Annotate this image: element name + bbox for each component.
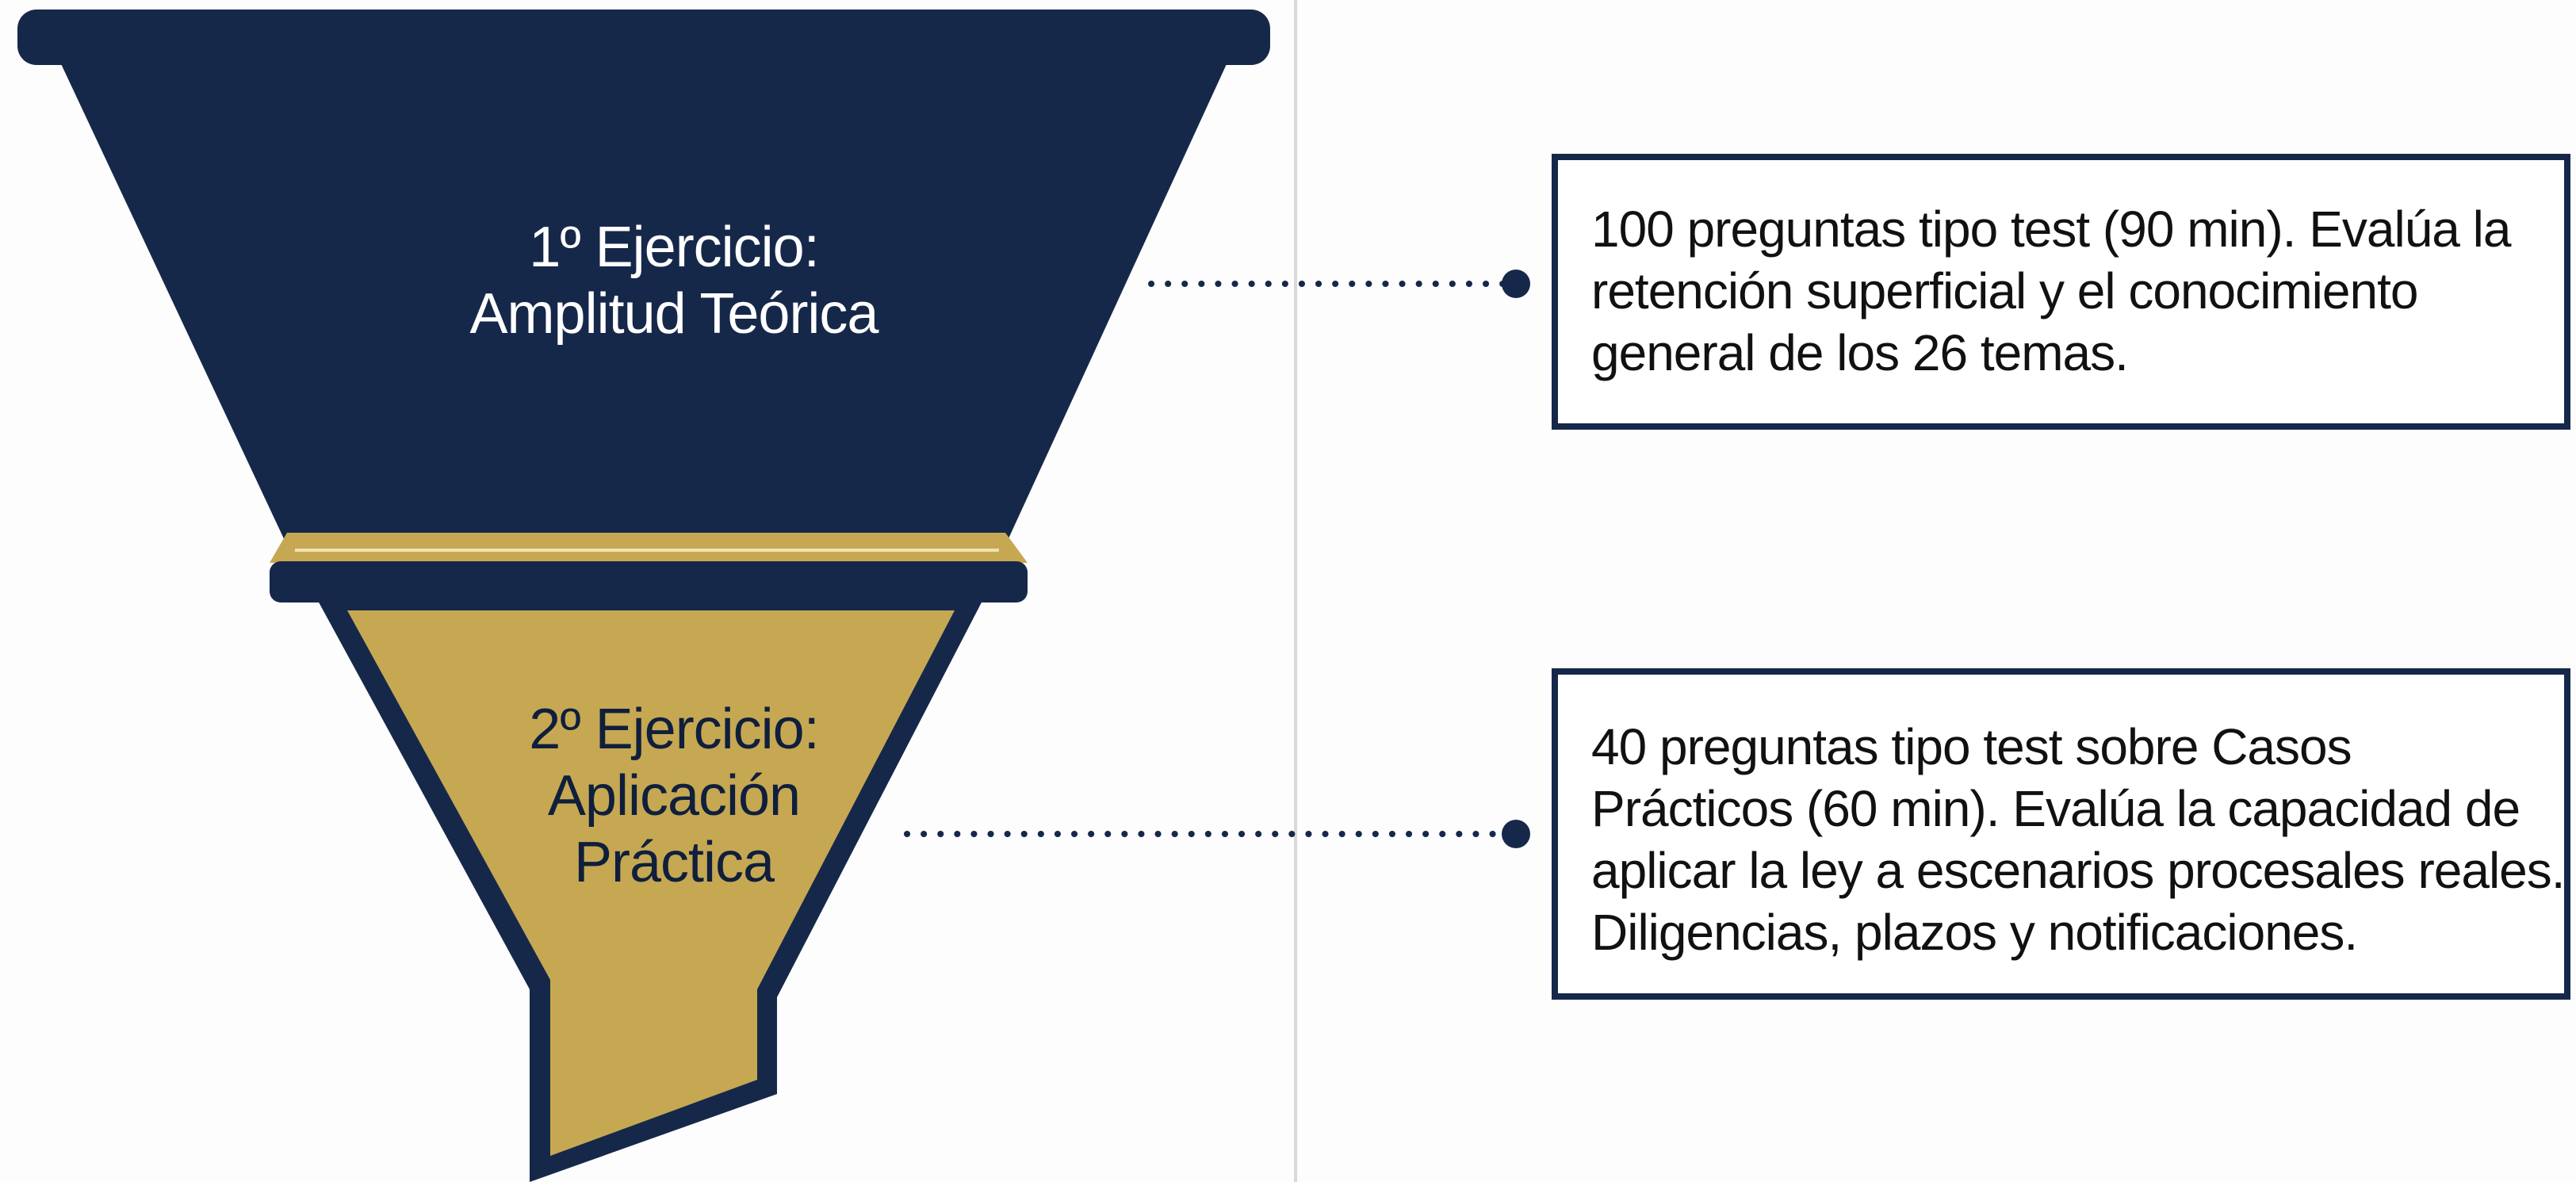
funnel-top-rim [17,10,1270,65]
stage-2-label: 2º Ejercicio: Aplicación Práctica [444,696,904,896]
stage-2-label-line: Práctica [573,831,775,894]
connector-1-end-dot [1502,270,1530,298]
stage-2-description-box: 40 preguntas tipo test sobre Casos Práct… [1552,668,2570,1000]
funnel-upper-section [57,55,1231,545]
description-line: 40 preguntas tipo test sobre Casos [1591,718,2352,775]
description-line: aplicar la ley a escenarios procesales r… [1591,842,2565,899]
funnel-collar-top [270,533,1028,563]
stage-1-label: 1º Ejercicio: Amplitud Teórica [412,214,936,347]
description-line: Diligencias, plazos y notificaciones. [1591,904,2358,961]
stage-2-label-line: 2º Ejercicio: [529,698,819,761]
funnel-collar-base [270,561,1028,602]
funnel-lower-section [347,610,955,1156]
stage-1-description-box: 100 preguntas tipo test (90 min). Evalúa… [1552,154,2570,430]
description-line: Prácticos (60 min). Evalúa la capacidad … [1591,780,2520,837]
connector-2-end-dot [1502,820,1530,848]
stage-2-label-line: Aplicación [547,764,801,828]
stage-1-label-line: Amplitud Teórica [469,282,879,346]
description-line: general de los 26 temas. [1591,324,2129,381]
description-line: retención superficial y el conocimiento [1591,262,2418,319]
stage-1-label-line: 1º Ejercicio: [529,216,819,279]
description-line: 100 preguntas tipo test (90 min). Evalúa… [1591,201,2511,258]
